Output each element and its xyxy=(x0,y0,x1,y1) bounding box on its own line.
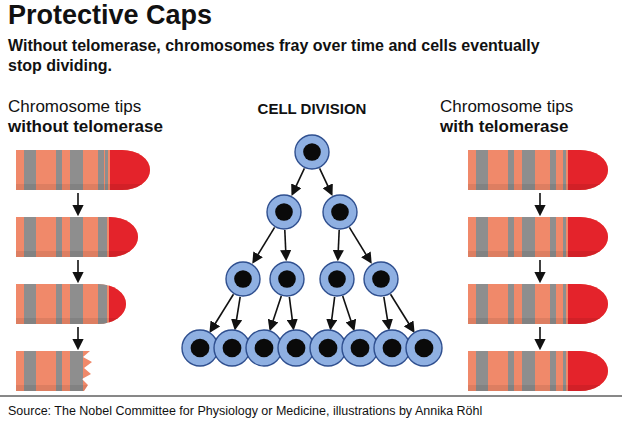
division-arrow xyxy=(349,227,370,262)
cell-nucleus xyxy=(351,339,370,358)
arrow xyxy=(77,260,79,281)
cell xyxy=(364,262,398,296)
cell-nucleus xyxy=(255,339,274,358)
cell xyxy=(342,330,378,366)
division-arrow xyxy=(338,230,339,259)
cell-nucleus xyxy=(328,270,346,288)
column-heading-bold: with telomerase xyxy=(440,117,569,137)
cell-nucleus xyxy=(415,339,434,358)
chromosome-shade xyxy=(468,251,610,257)
source-rule xyxy=(0,396,622,397)
chromosome xyxy=(16,284,128,324)
cell xyxy=(246,330,282,366)
division-arrow xyxy=(292,168,304,194)
division-arrow xyxy=(320,168,332,194)
chromosome-body xyxy=(468,284,610,324)
division-arrow xyxy=(343,296,354,329)
chromosome-group xyxy=(16,150,610,391)
cell xyxy=(406,330,442,366)
division-arrow xyxy=(235,297,240,328)
division-arrow xyxy=(211,294,234,331)
chromosome xyxy=(16,351,92,391)
arrow xyxy=(77,193,79,214)
chromosome-shade xyxy=(16,318,128,324)
division-arrow xyxy=(285,230,286,259)
chromosome-shade xyxy=(16,184,152,190)
chromosome xyxy=(16,217,140,257)
arrow xyxy=(539,260,541,281)
title: Protective Caps xyxy=(8,0,608,31)
division-arrow xyxy=(253,227,274,262)
cell xyxy=(278,330,314,366)
division-arrow xyxy=(391,294,414,331)
cell xyxy=(320,262,354,296)
cell-nucleus xyxy=(303,143,321,161)
chromosome-shade xyxy=(468,318,610,324)
chromosome-shade xyxy=(16,251,140,257)
cell xyxy=(374,330,410,366)
chromosome xyxy=(468,150,610,190)
cell-tree xyxy=(182,135,442,366)
column-heading: Chromosome tips xyxy=(440,97,573,117)
cell xyxy=(267,195,301,229)
chromosome xyxy=(468,217,610,257)
division-arrow xyxy=(289,297,293,328)
chromosome-shade xyxy=(468,184,610,190)
cell-nucleus xyxy=(383,339,402,358)
chromosome-body xyxy=(16,217,140,257)
chromosome-body xyxy=(468,217,610,257)
cell xyxy=(323,195,357,229)
chromosome-body xyxy=(16,150,152,190)
chromosome-shade xyxy=(468,385,610,391)
subtitle: Without telomerase, chromosomes fray ove… xyxy=(8,36,568,76)
cell xyxy=(310,330,346,366)
cell-nucleus xyxy=(191,339,210,358)
division-arrow xyxy=(270,296,281,329)
cell xyxy=(214,330,250,366)
cell-nucleus xyxy=(234,270,252,288)
division-arrow xyxy=(384,297,389,328)
chromosome-body xyxy=(468,150,610,190)
cell-nucleus xyxy=(372,270,390,288)
cell-nucleus xyxy=(319,339,338,358)
chromosome xyxy=(468,351,610,391)
cell xyxy=(226,262,260,296)
column-heading-bold: without telomerase xyxy=(8,117,163,137)
chromosome-body xyxy=(16,351,92,391)
chromosome xyxy=(16,150,152,190)
cell xyxy=(270,262,304,296)
arrow xyxy=(77,327,79,348)
column-heading: Chromosome tips xyxy=(8,97,141,117)
division-arrow xyxy=(331,297,335,328)
chromosome-shade xyxy=(16,385,92,391)
chromosome xyxy=(468,284,610,324)
cell-nucleus xyxy=(278,270,296,288)
arrow xyxy=(539,193,541,214)
chromosome-body xyxy=(16,284,128,324)
cell xyxy=(182,330,218,366)
cell-nucleus xyxy=(223,339,242,358)
cell-nucleus xyxy=(287,339,306,358)
source-caption: Source: The Nobel Committee for Physiolo… xyxy=(8,404,614,418)
cell xyxy=(295,135,329,169)
chromosome-body xyxy=(468,351,610,391)
center-heading: CELL DIVISION xyxy=(212,100,412,117)
cell-nucleus xyxy=(275,203,293,221)
cell-nucleus xyxy=(331,203,349,221)
arrow xyxy=(539,327,541,348)
